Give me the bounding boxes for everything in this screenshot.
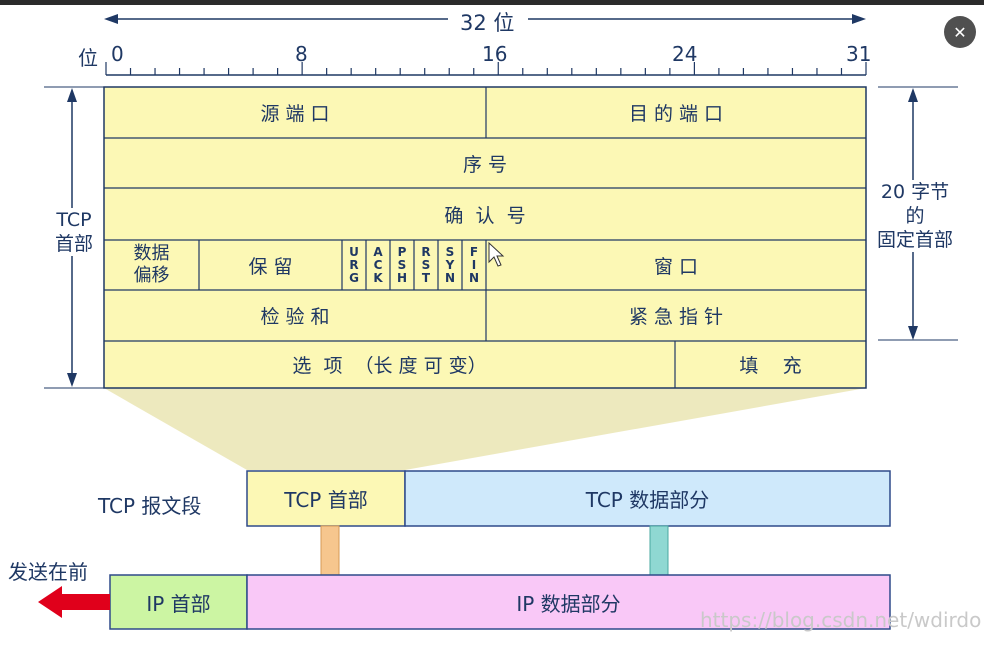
ip-data-text: IP 数据部分	[516, 591, 621, 616]
field-padding: 填 充	[739, 355, 802, 377]
send-direction-arrow	[38, 586, 110, 618]
bit-width-label: 32 位	[454, 7, 521, 37]
watermark: https://blog.csdn.net/wdirdo	[700, 608, 982, 632]
tcp-segment-data-box	[404, 470, 891, 527]
field-ack-number: 确 认 号	[444, 204, 526, 227]
field-urgent-pointer: 紧 急 指 针	[628, 306, 724, 328]
tcp-segment-data-text: TCP 数据部分	[585, 488, 710, 512]
field-data-offset: 数据 偏移	[133, 243, 170, 286]
fixed-header-label: 20 字节的 固定首部	[872, 180, 958, 252]
field-source-port: 源 端 口	[260, 103, 330, 125]
close-icon[interactable]: ✕	[944, 16, 976, 48]
tcp-segment-header-text: TCP 首部	[284, 488, 368, 512]
tcp-segment-label: TCP 报文段	[98, 494, 202, 518]
tcp-segment-header-box	[246, 470, 406, 527]
field-options: 选 项 （长 度 可 变）	[292, 355, 487, 377]
mouse-cursor-icon	[488, 241, 505, 267]
send-first-label: 发送在前	[8, 560, 88, 584]
field-checksum: 检 验 和	[260, 306, 330, 328]
field-window: 窗 口	[653, 255, 699, 278]
ip-data-box	[246, 574, 891, 630]
top-bar	[0, 0, 984, 5]
bit-tick-label-24: 24	[672, 42, 698, 66]
bit-tick-label-8: 8	[295, 42, 308, 66]
bit-tick-label-0: 0	[111, 42, 124, 66]
tcp-header-table	[103, 86, 867, 389]
field-sequence-number: 序 号	[462, 153, 508, 176]
bit-tick-label-16: 16	[482, 42, 508, 66]
field-dest-port: 目 的 端 口	[628, 103, 724, 125]
field-reserved: 保 留	[248, 255, 293, 278]
ip-header-text: IP 首部	[146, 591, 211, 616]
bit-axis-label: 位	[78, 46, 98, 70]
header-expansion-funnel	[104, 388, 866, 470]
tcp-header-side-label: TCP 首部	[46, 208, 102, 256]
bit-tick-label-31: 31	[846, 42, 872, 66]
ruler-ticks	[105, 62, 867, 75]
